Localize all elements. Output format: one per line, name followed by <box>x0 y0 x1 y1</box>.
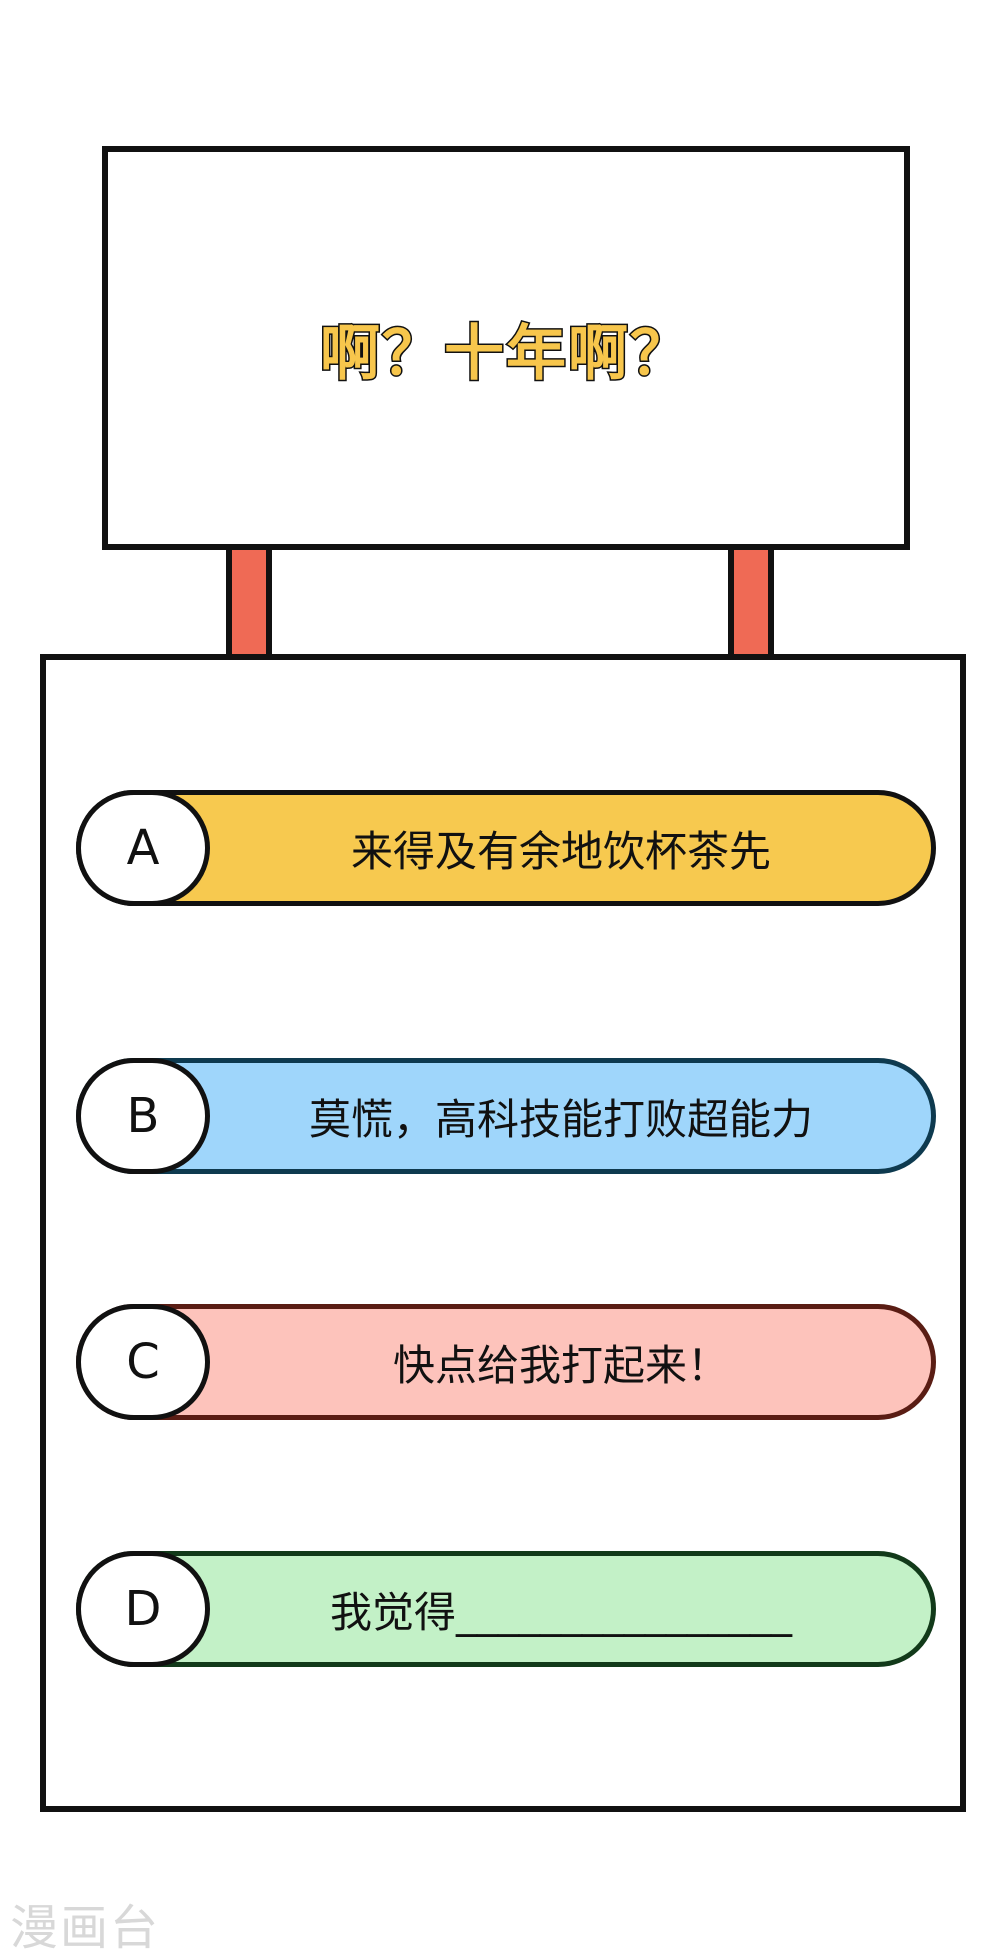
option-d-text: 我觉得________________ <box>329 1587 792 1637</box>
sign-post-left <box>226 550 272 658</box>
question-text: 啊？十年啊？ <box>319 317 692 390</box>
option-c-text: 快点给我打起来！ <box>392 1340 729 1390</box>
option-c-letter: C <box>76 1304 210 1420</box>
option-a-text: 来得及有余地饮杯茶先 <box>350 826 771 876</box>
option-b-text: 莫慌，高科技能打败超能力 <box>308 1094 813 1144</box>
option-b-letter: B <box>76 1058 210 1174</box>
option-d-letter: D <box>76 1551 210 1667</box>
option-d-button[interactable]: D 我觉得________________ <box>76 1551 936 1667</box>
sign-post-right <box>728 550 774 658</box>
question-sign: 啊？十年啊？ <box>102 146 910 550</box>
option-a-button[interactable]: A 来得及有余地饮杯茶先 <box>76 790 936 906</box>
option-a-letter: A <box>76 790 210 906</box>
option-c-button[interactable]: C 快点给我打起来！ <box>76 1304 936 1420</box>
watermark: 漫画台 <box>10 1900 161 1956</box>
option-b-button[interactable]: B 莫慌，高科技能打败超能力 <box>76 1058 936 1174</box>
